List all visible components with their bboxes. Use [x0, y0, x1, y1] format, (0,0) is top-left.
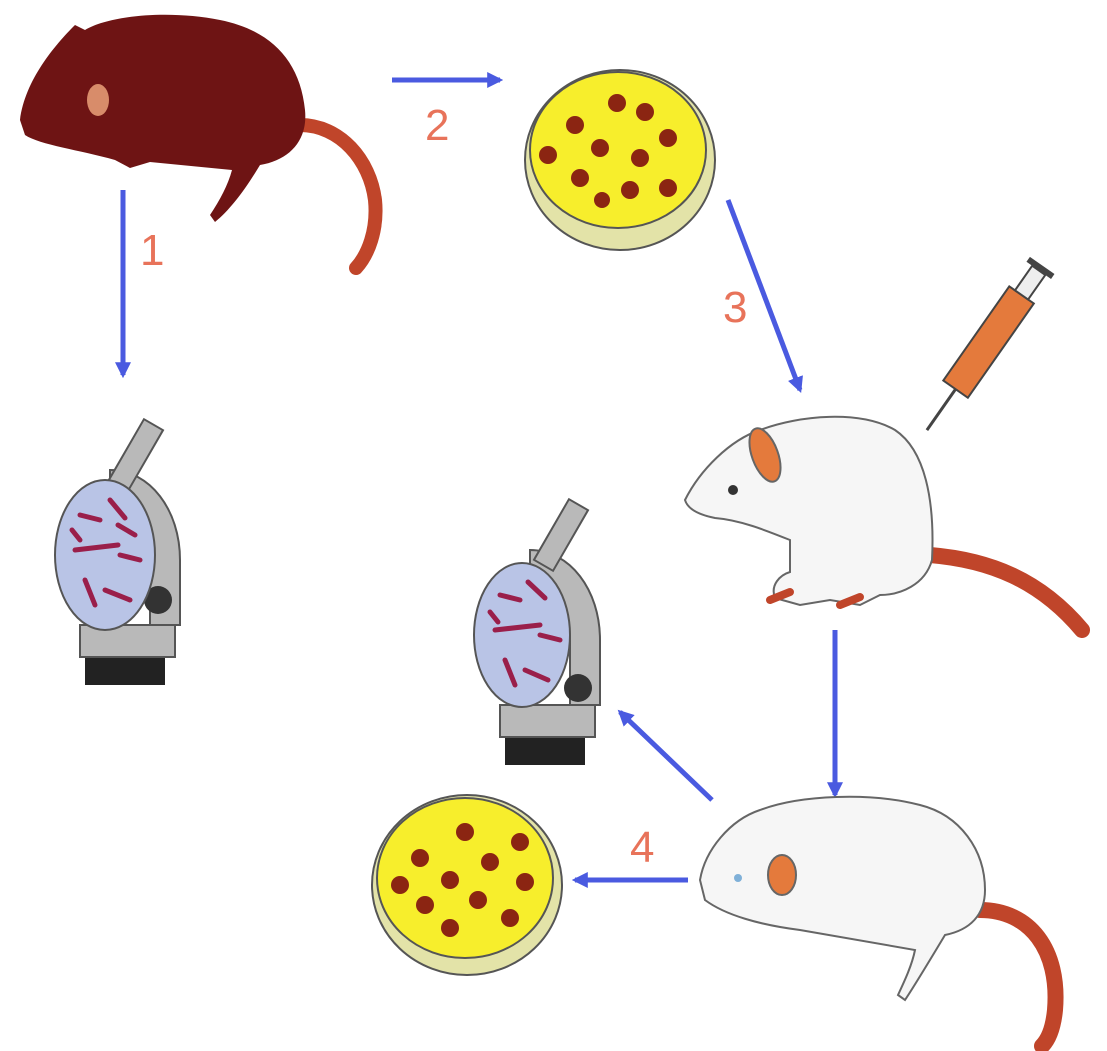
petri-dish-icon — [525, 70, 715, 250]
step-label-4: 4 — [630, 823, 654, 872]
petri-dish-icon — [372, 795, 562, 975]
step-label-3: 3 — [723, 283, 747, 332]
healthy-rat-icon — [700, 797, 1056, 1046]
healthy-rat-icon — [685, 417, 1082, 630]
step-label-1: 1 — [140, 226, 164, 275]
sick-rat-icon — [20, 15, 376, 268]
step-label-2: 2 — [425, 101, 449, 150]
microscope-icon — [474, 499, 600, 765]
arrow-to-microscope — [620, 712, 712, 800]
microscope-icon — [55, 419, 180, 685]
syringe-icon — [915, 257, 1055, 439]
